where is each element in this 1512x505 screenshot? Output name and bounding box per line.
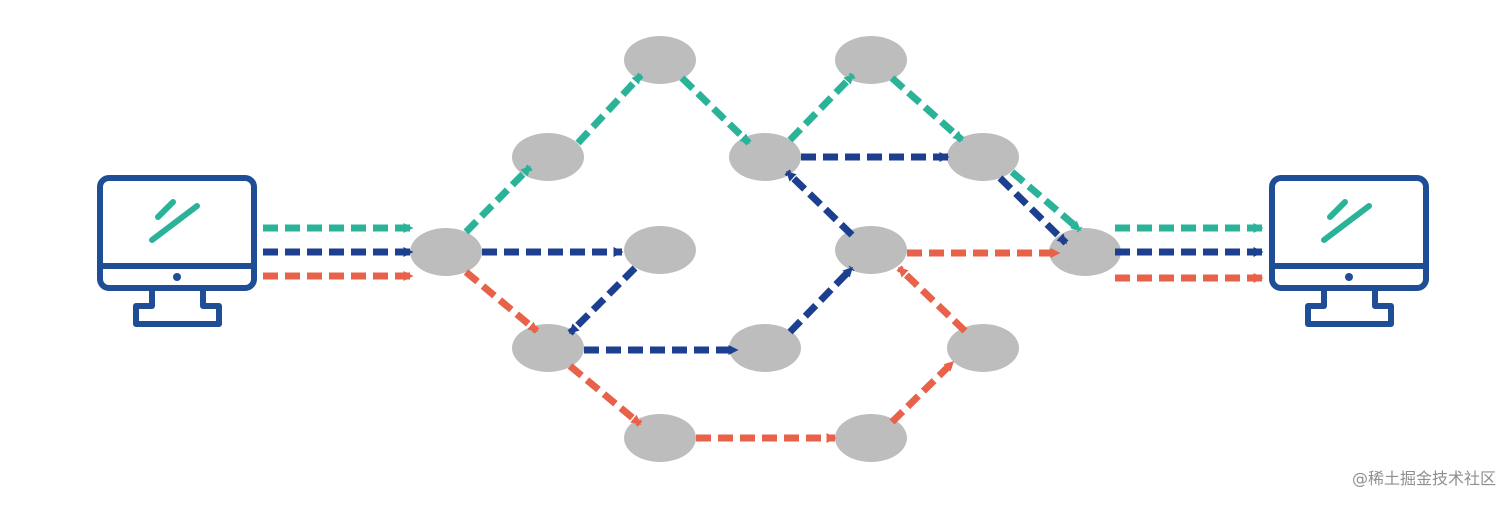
node-c: [729, 133, 801, 181]
green-path: [263, 72, 1264, 235]
node-d: [835, 36, 907, 84]
router-nodes: [410, 36, 1121, 462]
red-arrow: [896, 265, 968, 334]
node-f: [624, 226, 696, 274]
node-h: [729, 324, 801, 372]
green-arrow: [787, 72, 856, 143]
red-arrow: [567, 363, 643, 427]
node-i: [835, 226, 907, 274]
green-arrow: [1009, 169, 1083, 233]
red-arrow: [463, 269, 540, 334]
blue-arrow: [787, 265, 855, 335]
source-monitor-icon: [97, 175, 257, 327]
node-j: [947, 324, 1019, 372]
node-a: [512, 133, 584, 181]
green-arrow: [889, 75, 965, 143]
node-b: [624, 36, 696, 84]
blue-arrow: [997, 175, 1069, 246]
green-arrow: [679, 75, 752, 146]
destination-monitor-icon: [1269, 175, 1429, 327]
node-ingress: [410, 228, 482, 276]
node-g: [512, 324, 584, 372]
blue-arrow: [784, 169, 855, 238]
node-l: [835, 414, 907, 462]
green-arrow: [463, 164, 533, 235]
red-arrow: [889, 359, 956, 425]
watermark-text: @稀土掘金技术社区: [1351, 469, 1496, 488]
green-arrow: [575, 72, 644, 146]
node-k: [624, 414, 696, 462]
blue-arrow: [567, 265, 638, 336]
red-path: [263, 248, 1264, 443]
node-egress: [1049, 228, 1121, 276]
node-e: [947, 133, 1019, 181]
blue-path: [263, 152, 1264, 355]
